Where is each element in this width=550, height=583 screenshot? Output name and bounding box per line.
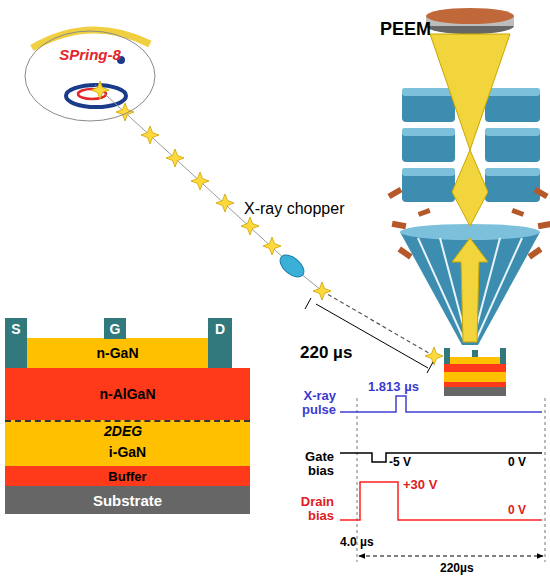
dimension-tick <box>427 362 433 373</box>
node-text: n-AlGaN <box>100 386 156 402</box>
instrument-name: PEEM <box>380 20 460 40</box>
cap-layer: n-GaN <box>27 338 208 368</box>
node-text: Substrate <box>93 492 162 509</box>
sample-device <box>444 348 506 396</box>
logo-outline <box>25 31 155 121</box>
voltage-level: 0 V <box>508 456 542 469</box>
logo-outline <box>24 30 156 122</box>
peem-screen <box>426 8 514 24</box>
beam-line <box>95 85 288 262</box>
x-ray-pulse-trace <box>340 396 542 412</box>
logo-arc <box>32 30 150 48</box>
facility-logo: SPring-8 <box>24 30 156 122</box>
barrier-layer: n-AlGaN <box>5 368 250 420</box>
x-ray-pulse-star <box>191 172 209 190</box>
chopper-disk <box>276 251 308 281</box>
drain-bias-trace <box>340 482 542 520</box>
time-marker <box>545 398 546 562</box>
signal-name: Gate bias <box>284 450 334 479</box>
x-ray-pulse-star <box>166 149 184 167</box>
node-text: SPring-8 <box>59 46 121 63</box>
x-ray-pulse-star <box>116 103 134 121</box>
dimension-label: 220 µs <box>300 344 390 363</box>
beam-line <box>300 273 322 291</box>
signal-name: Drain bias <box>284 495 334 524</box>
buffer-layer: Buffer <box>5 466 250 486</box>
node-text: D <box>215 321 225 337</box>
node-text: n-GaN <box>97 345 139 361</box>
voltage-level: +30 V <box>403 478 453 492</box>
voltage-level: -5 V <box>389 456 429 469</box>
x-ray-pulse-star <box>216 194 234 212</box>
x-ray-pulse-star <box>91 81 109 99</box>
x-ray-pulse-star <box>141 126 159 144</box>
x-ray-pulse-star <box>313 282 331 300</box>
dimension-tick <box>305 298 311 309</box>
node-text: S <box>11 321 20 337</box>
voltage-level: 0 V <box>508 504 542 517</box>
drain-electrode: D <box>208 318 232 368</box>
channel-name: 2DEG <box>104 424 164 439</box>
x-ray-pulse-star <box>425 347 443 365</box>
pulse-width: 1.813 µs <box>368 380 438 394</box>
time-value: 220µs <box>440 562 500 575</box>
node-text: i-GaN <box>109 444 146 460</box>
node-text: Buffer <box>108 469 146 484</box>
x-ray-pulse-star <box>263 237 281 255</box>
node-text: G <box>110 321 121 337</box>
gate-electrode: G <box>104 318 126 339</box>
x-ray-pulse-star <box>241 217 259 235</box>
period-arrow <box>359 556 543 557</box>
electron-beam <box>430 34 510 342</box>
source-electrode: S <box>5 318 27 368</box>
time-value: 4.0 µs <box>340 536 400 549</box>
signal-name: X-ray pulse <box>284 389 336 418</box>
component-name: X-ray chopper <box>244 200 384 218</box>
substrate-layer: Substrate <box>5 486 250 514</box>
objective-lens <box>400 224 540 345</box>
